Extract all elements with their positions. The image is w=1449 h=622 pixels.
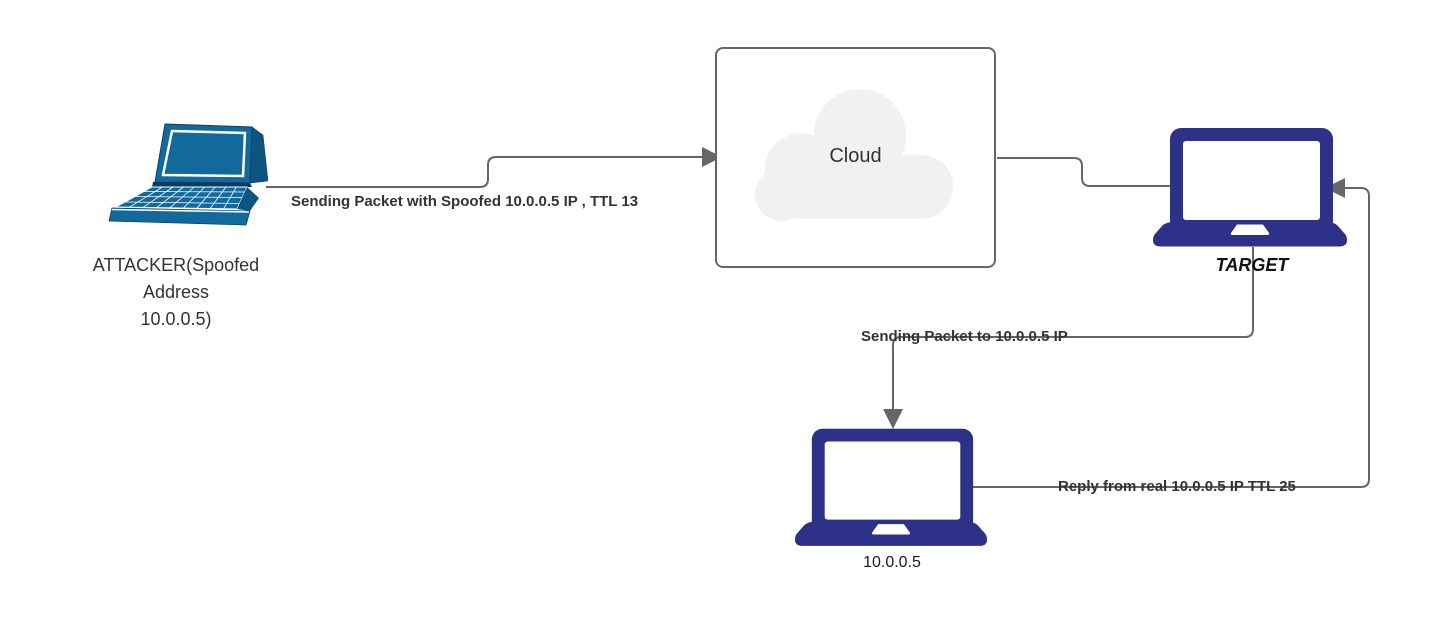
real-host-laptop-icon [795, 428, 987, 547]
edge-label-reply: Reply from real 10.0.0.5 IP TTL 25 [1058, 478, 1296, 495]
edge-target-to-real-host [883, 247, 1254, 429]
cloud-box: Cloud [715, 47, 996, 268]
cloud-icon [754, 89, 954, 221]
target-laptop-icon [1153, 128, 1347, 247]
target-label: TARGET [1215, 255, 1289, 275]
edge-attacker-to-cloud [266, 147, 722, 188]
edge-real-host-to-target [973, 178, 1370, 488]
cloud-label: Cloud [829, 145, 882, 167]
real-host-label: 10.0.0.5 [863, 554, 921, 571]
edge-label-send-to-real: Sending Packet to 10.0.0.5 IP [861, 328, 1068, 345]
edge-cloud-to-target [997, 157, 1170, 187]
attacker-label: ATTACKER(Spoofed Address 10.0.0.5) [92, 255, 260, 329]
edge-label-spoofed-packet: Sending Packet with Spoofed 10.0.0.5 IP … [291, 193, 639, 210]
attacker-laptop-icon [108, 123, 268, 226]
